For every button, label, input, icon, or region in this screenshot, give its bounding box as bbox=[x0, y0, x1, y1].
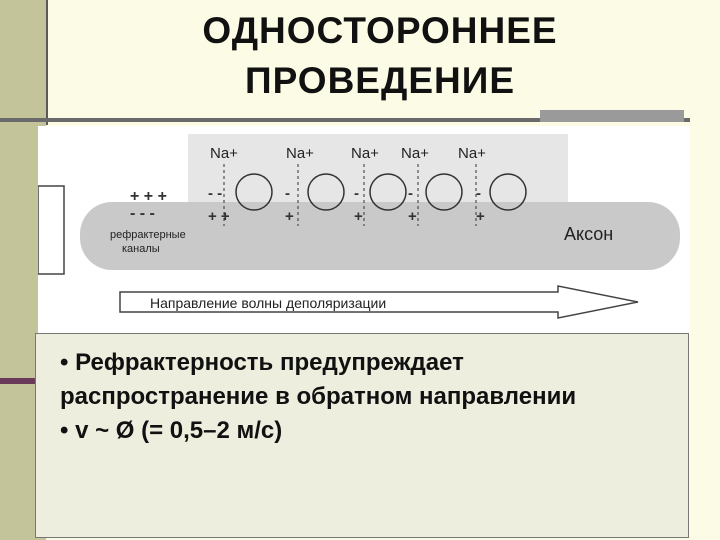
svg-text:+ +: + + bbox=[208, 208, 230, 225]
svg-text:-: - bbox=[476, 185, 481, 202]
svg-text:+: + bbox=[354, 208, 363, 225]
refractory-label-line2: каналы bbox=[122, 243, 160, 255]
channel-separators bbox=[223, 164, 477, 226]
na-label-3: Na+ bbox=[351, 145, 379, 162]
ion-current-loops bbox=[235, 173, 527, 211]
refractory-label-line1: рефрактерные bbox=[110, 229, 186, 241]
decor-line-vertical bbox=[46, 0, 48, 125]
title-line-2: ПРОВЕДЕНИЕ bbox=[245, 60, 515, 101]
bottom-charges-left: - - - bbox=[130, 205, 155, 222]
svg-text:-: - bbox=[285, 185, 290, 202]
svg-text:+: + bbox=[285, 208, 294, 225]
slide-title: ОДНОСТОРОННЕЕ ПРОВЕДЕНИЕ bbox=[60, 6, 700, 106]
bullet-text-box: • Рефрактерность предупреждает распростр… bbox=[35, 333, 689, 538]
depolarization-arrow bbox=[119, 285, 639, 319]
na-label-4: Na+ bbox=[401, 145, 429, 162]
decor-line-accent bbox=[0, 378, 46, 384]
arrow-label: Направление волны деполяризации bbox=[150, 295, 386, 311]
na-label-5: Na+ bbox=[458, 145, 486, 162]
title-line-1: ОДНОСТОРОННЕЕ bbox=[202, 10, 558, 51]
svg-text:+: + bbox=[408, 208, 417, 225]
bullet-item-2: • v ~ Ø (= 0,5–2 м/с) bbox=[60, 417, 283, 444]
svg-text:- -: - - bbox=[208, 185, 222, 202]
bullet-item-1: • Рефрактерность предупреждает распростр… bbox=[60, 349, 577, 410]
membrane-charges: - - + + - + - + - + - + bbox=[208, 185, 485, 225]
na-label-2: Na+ bbox=[286, 145, 314, 162]
axon-body bbox=[80, 202, 680, 270]
top-charges-left: + + + bbox=[130, 188, 167, 205]
axon-conduction-figure: Na+ Na+ Na+ Na+ Na+ + + + - - - bbox=[38, 126, 690, 336]
svg-text:+: + bbox=[476, 208, 485, 225]
sodium-zone-bg bbox=[188, 134, 568, 204]
na-label-1: Na+ bbox=[210, 145, 238, 162]
refractory-bracket bbox=[38, 185, 65, 275]
decor-block bbox=[540, 110, 684, 122]
axon-label: Аксон bbox=[564, 224, 613, 244]
axon-diagram: Na+ Na+ Na+ Na+ Na+ + + + - - - bbox=[38, 134, 680, 319]
decor-line-horizontal bbox=[0, 118, 690, 122]
svg-text:-: - bbox=[354, 185, 359, 202]
svg-text:-: - bbox=[408, 185, 413, 202]
